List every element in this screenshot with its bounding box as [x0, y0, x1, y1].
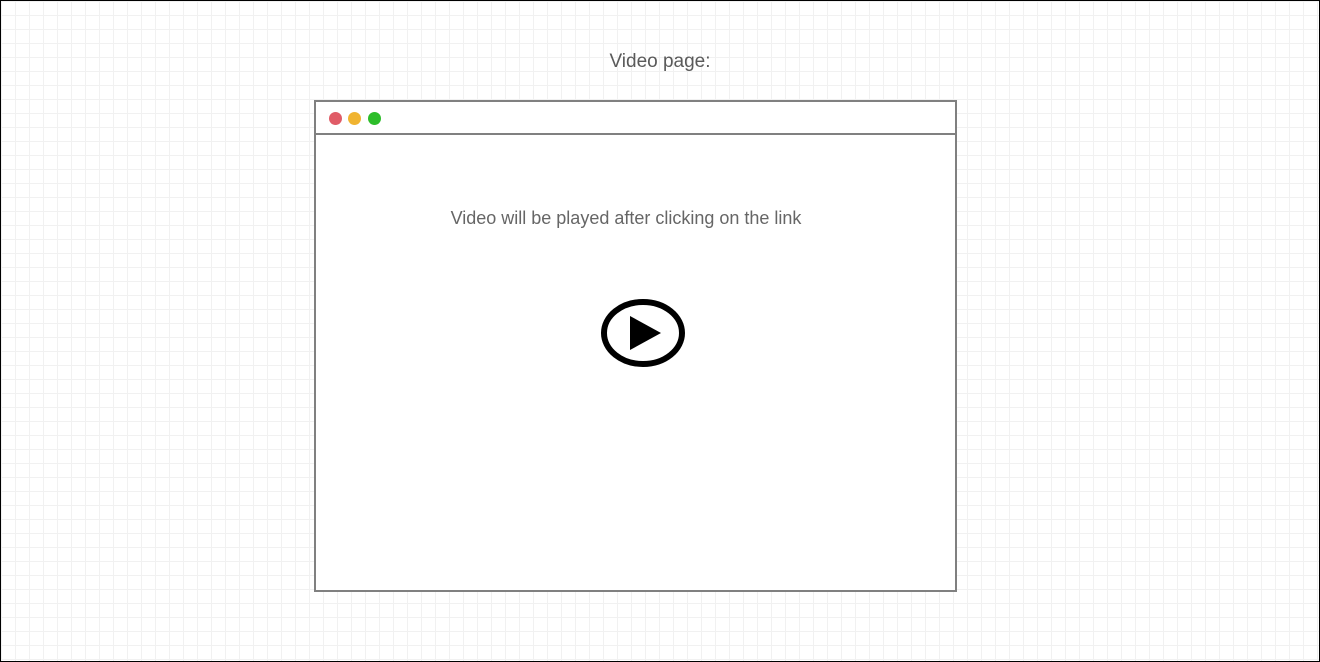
window-title-bar [316, 102, 955, 135]
page-title: Video page: [609, 51, 711, 72]
video-message: Video will be played after clicking on t… [450, 208, 802, 228]
play-circle-icon [601, 299, 685, 367]
window-maximize-dot[interactable] [368, 112, 381, 125]
browser-window-mockup: Video will be played after clicking on t… [314, 100, 957, 592]
window-close-dot[interactable] [329, 112, 342, 125]
play-button[interactable] [599, 297, 687, 369]
window-minimize-dot[interactable] [348, 112, 361, 125]
